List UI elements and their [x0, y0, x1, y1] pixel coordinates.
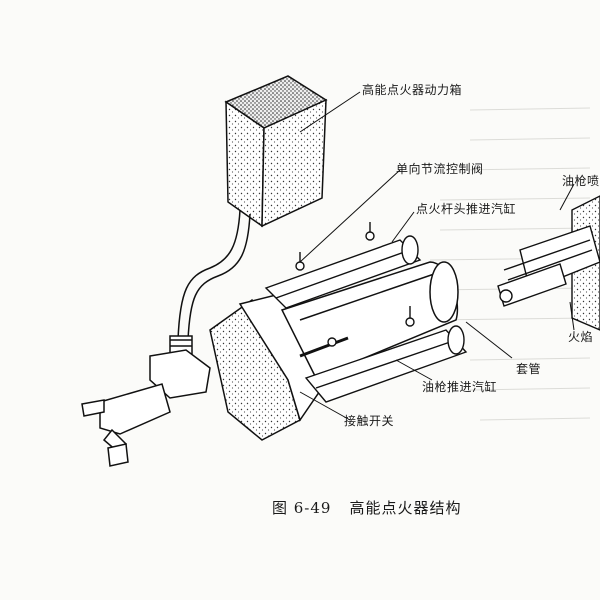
figure-caption: 图 6-49 高能点火器结构 — [272, 497, 461, 518]
figure-title: 高能点火器结构 — [349, 499, 462, 517]
label-flame: 火焰 — [568, 330, 594, 344]
label-check-valve: 单向节流控制阀 — [396, 162, 484, 176]
sleeve-tube — [280, 261, 459, 379]
label-sleeve: 套管 — [516, 362, 542, 376]
power-box — [224, 75, 328, 228]
label-contact-switch: 接触开关 — [344, 414, 395, 428]
figure-number: 图 6-49 — [272, 499, 332, 517]
oil-gun-push-cylinder — [299, 306, 468, 403]
label-oil-gun-cylinder: 油枪推进汽缸 — [422, 380, 498, 394]
cable-connector — [81, 335, 211, 467]
oil-gun-nozzle — [497, 195, 600, 331]
label-power-box: 高能点火器动力箱 — [362, 83, 463, 97]
ignitor-push-cylinder — [264, 222, 422, 309]
power-cable — [177, 209, 251, 341]
label-oil-gun-nozzle: 油枪喷 — [562, 174, 600, 188]
leader-lines — [299, 91, 575, 421]
label-ignitor-cylinder: 点火杆头推进汽缸 — [416, 202, 517, 216]
